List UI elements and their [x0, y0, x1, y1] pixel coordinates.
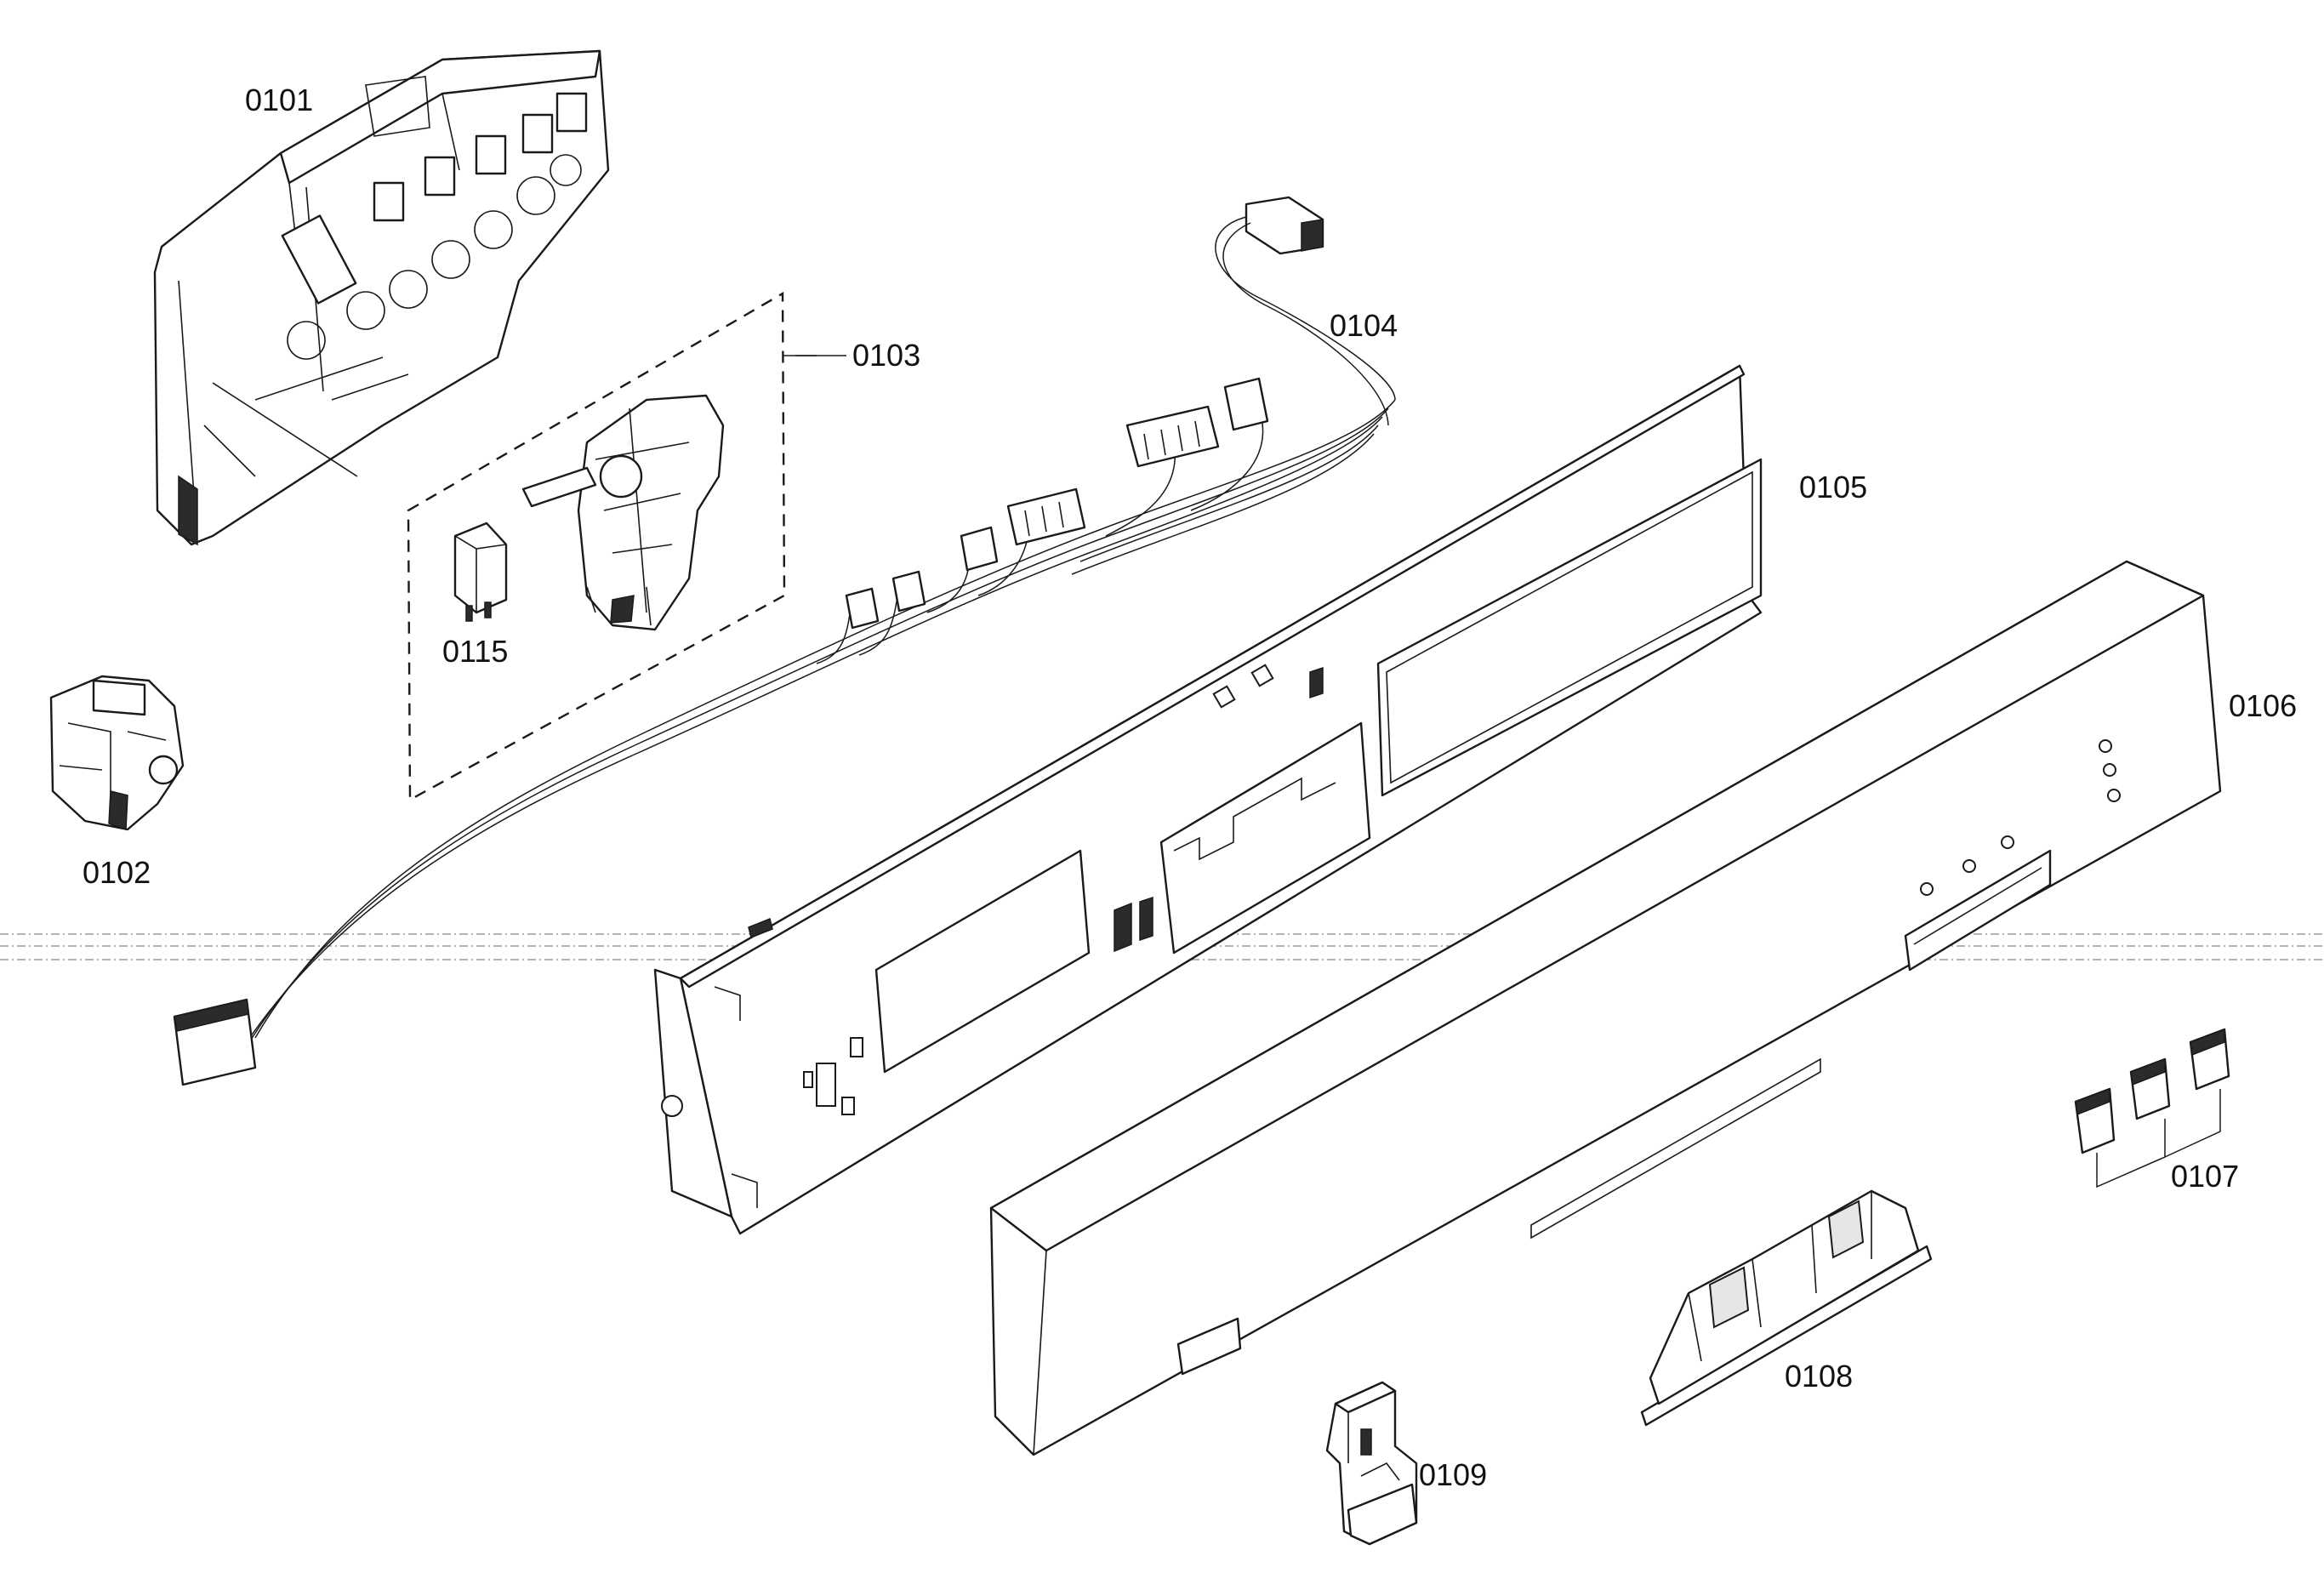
control-panel-frame-drawing	[653, 364, 1763, 1235]
facia-panel-drawing	[989, 560, 2222, 1456]
label-0108: 0108	[1785, 1359, 1854, 1393]
label-0106: 0106	[2229, 688, 2298, 723]
label-0109: 0109	[1419, 1457, 1488, 1492]
label-0115: 0115	[442, 634, 509, 669]
switch-assembly-group-drawing	[407, 291, 817, 802]
wiring-harness-drawing	[173, 196, 1396, 1086]
door-switch-drawing	[49, 675, 185, 831]
label-0105: 0105	[1799, 470, 1868, 504]
micro-switch-drawing	[453, 521, 508, 622]
handle-drawing	[1640, 1189, 1933, 1427]
connector-set-drawing	[2074, 1028, 2230, 1188]
selector-drawing	[521, 394, 725, 631]
label-0104: 0104	[1330, 308, 1398, 343]
label-0103: 0103	[852, 338, 921, 373]
label-0101: 0101	[245, 83, 314, 117]
control-module-drawing	[153, 49, 610, 546]
label-0102: 0102	[83, 855, 151, 890]
label-0107: 0107	[2171, 1159, 2240, 1194]
latch-bracket-drawing	[1325, 1381, 1418, 1546]
